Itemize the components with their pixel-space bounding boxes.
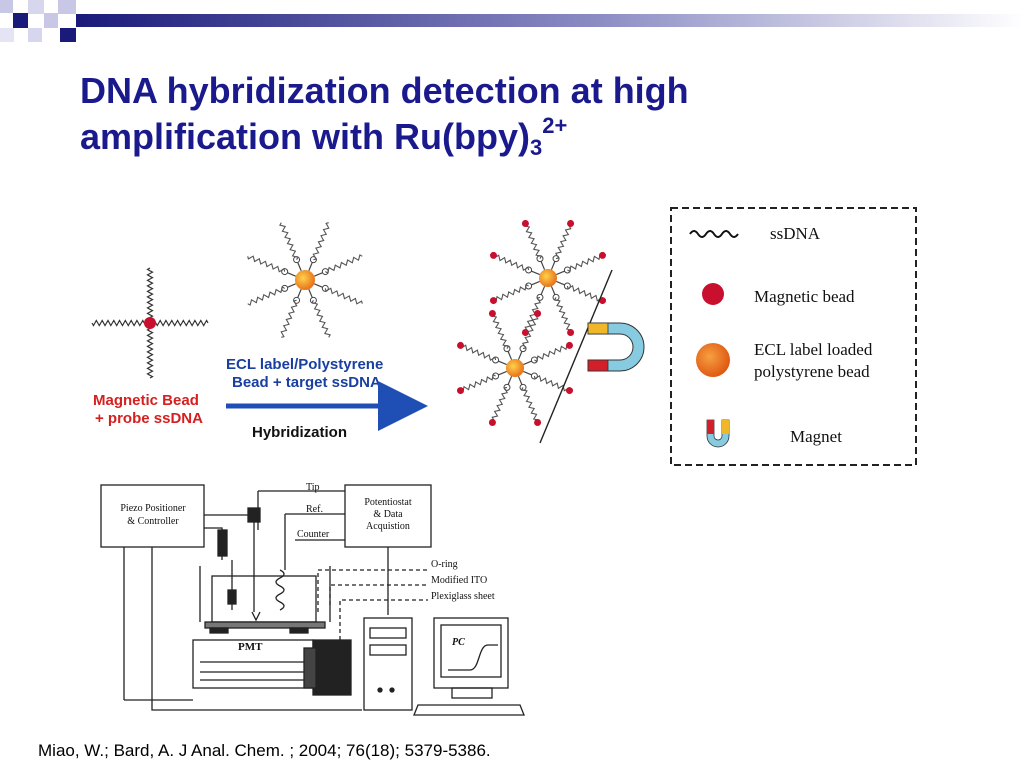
magnetic-bead-legend-icon <box>702 283 724 305</box>
potentiostat-label-line2: & Data <box>373 509 403 520</box>
computer-tower <box>363 617 413 711</box>
electrode-surface <box>539 269 613 444</box>
magnetic-bead <box>489 297 497 305</box>
target-ssdna-strand <box>554 222 572 260</box>
ecl-polystyrene-bead <box>539 269 557 287</box>
magnet-legend-icon <box>706 419 730 448</box>
title-text: DNA hybridization detection at high ampl… <box>80 70 689 157</box>
step2-label-line1: ECL label/Polystyrene <box>226 356 383 373</box>
target-ssdna-strand <box>247 255 286 273</box>
target-ssdna-strand <box>491 386 509 424</box>
target-ssdna-strand <box>459 344 497 362</box>
title-superscript: 2+ <box>542 113 568 138</box>
target-ssdna-strand <box>279 222 299 260</box>
target-ssdna-strand <box>493 283 529 303</box>
legend-box: ssDNA Magnetic bead ECL label loaded pol… <box>670 207 917 466</box>
top-decoration-bar <box>0 0 1024 42</box>
probe-ssdna-strand <box>146 322 154 379</box>
legend-magnetic-bead-label: Magnetic bead <box>754 287 855 306</box>
magnetic-bead <box>567 220 575 227</box>
potentiostat-label-line1: Potentiostat <box>364 497 411 508</box>
target-ssdna-strand <box>490 313 510 349</box>
target-ssdna-strand <box>523 223 543 259</box>
target-ssdna-strand <box>567 253 603 273</box>
magnetic-bead <box>521 220 529 227</box>
magnetic-bead <box>567 329 575 337</box>
hybridization-label: Hybridization <box>252 424 347 441</box>
slide-title: DNA hybridization detection at high ampl… <box>80 68 900 160</box>
magnetic-bead <box>566 341 574 349</box>
ecl-polystyrene-bead <box>506 359 524 377</box>
target-ssdna-strand <box>280 299 298 338</box>
magnet-icon <box>587 322 645 372</box>
target-ssdna-strand <box>521 312 539 350</box>
title-subscript: 3 <box>529 135 543 160</box>
magnetic-bead <box>488 309 496 317</box>
probe-ssdna-strand <box>91 319 151 327</box>
legend-magnet-label: Magnet <box>790 427 842 446</box>
ref-label: Ref. <box>306 504 323 515</box>
probe-ssdna-strand <box>149 319 209 327</box>
counter-label: Counter <box>297 529 330 540</box>
magnetic-bead <box>534 309 542 317</box>
step2-label-line2: Bead + target ssDNA <box>232 374 381 391</box>
target-ssdna-strand <box>325 254 363 274</box>
magnet-pole <box>587 359 609 372</box>
pc-label: PC <box>452 637 465 648</box>
step1-label-line2: + probe ssDNA <box>95 410 203 427</box>
magnetic-bead <box>566 387 574 395</box>
target-ssdna-strand <box>553 297 573 333</box>
magnet-pole <box>587 322 609 335</box>
ssdna-legend-icon <box>689 230 739 238</box>
ecl-bead-legend-icon <box>696 343 730 377</box>
probe-ssdna-strand <box>146 267 154 324</box>
target-ssdna-strand <box>566 284 604 302</box>
citation: Miao, W.; Bard, A. J Anal. Chem. ; 2004;… <box>38 741 491 760</box>
target-ssdna-strand <box>324 287 363 305</box>
magnetic-bead <box>599 251 607 259</box>
legend-ecl-label-line1: ECL label loaded <box>754 340 873 359</box>
target-ssdna-strand <box>460 373 496 393</box>
piezo-label-line2: & Controller <box>127 516 179 527</box>
step1-label-line1: Magnetic Bead <box>93 392 199 409</box>
magnetic-bead <box>489 251 497 259</box>
pmt-label: PMT <box>238 641 263 653</box>
ecl-polystyrene-bead <box>295 270 315 290</box>
hybridization-scheme: Magnetic Bead + probe ssDNA ECL label/Po… <box>91 220 645 444</box>
magnetic-bead <box>521 329 529 337</box>
apparatus-schematic: Piezo Positioner & Controller Potentiost… <box>100 482 525 716</box>
target-ssdna-strand <box>533 374 571 392</box>
magnetic-bead <box>488 419 496 427</box>
target-ssdna-strand <box>492 254 530 272</box>
target-ssdna-strand <box>312 222 330 261</box>
tip-label: Tip <box>306 482 320 493</box>
plexiglass-label: Plexiglass sheet <box>431 591 495 602</box>
magnetic-bead <box>456 387 464 395</box>
potentiostat-label-line3: Acquistion <box>366 521 410 532</box>
modified-ito-label: Modified ITO <box>431 575 487 586</box>
legend-ecl-label-line2: polystyrene bead <box>754 362 870 381</box>
target-ssdna-strand <box>311 300 331 338</box>
piezo-label-line1: Piezo Positioner <box>120 503 186 514</box>
target-ssdna-strand <box>534 343 570 363</box>
legend-ssdna-label: ssDNA <box>770 224 821 243</box>
target-ssdna-strand <box>247 286 285 306</box>
keyboard <box>413 704 525 716</box>
oring-label: O-ring <box>431 559 458 570</box>
target-ssdna-strand <box>520 387 540 423</box>
magnetic-bead <box>456 341 464 349</box>
magnetic-bead <box>144 317 156 329</box>
target-ssdna-strand <box>524 296 542 334</box>
magnetic-bead <box>534 419 542 427</box>
